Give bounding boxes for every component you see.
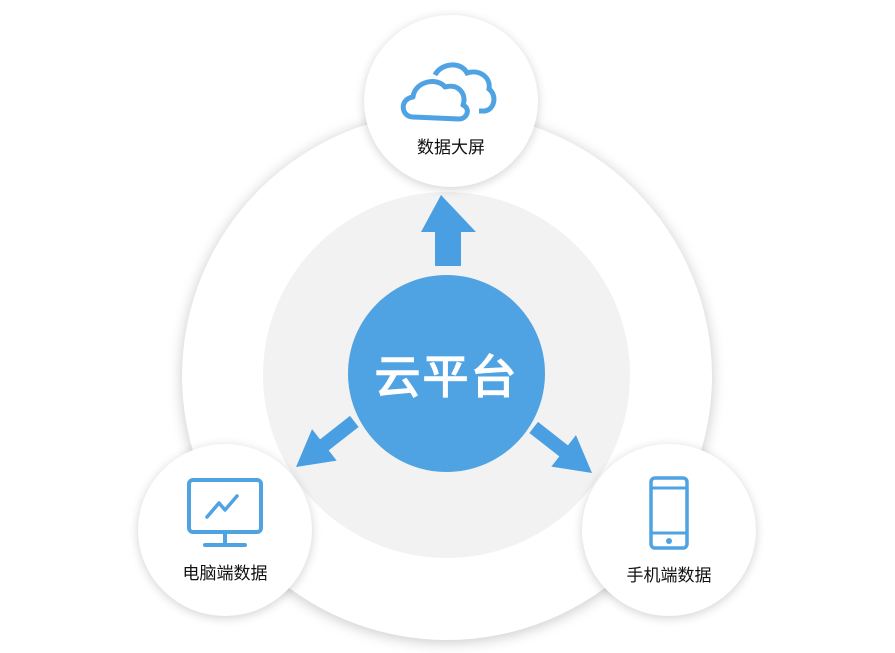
arrow-up [421,195,476,266]
cloud-platform-hub: 云平台 [348,275,545,472]
smartphone-icon [649,475,689,550]
node-label: 电脑端数据 [182,563,268,584]
hub-label: 云平台 [374,349,519,404]
arrow-down-left [296,415,359,467]
node-mobile-data: 手机端数据 [582,444,756,616]
node-label: 数据大屏 [417,137,485,158]
arrow-down-right [529,421,592,473]
monitor-chart-icon [187,477,263,547]
cloud-icon [400,62,497,121]
node-pc-data: 电脑端数据 [138,444,312,616]
node-data-screen: 数据大屏 [364,15,538,187]
node-label: 手机端数据 [626,565,712,586]
